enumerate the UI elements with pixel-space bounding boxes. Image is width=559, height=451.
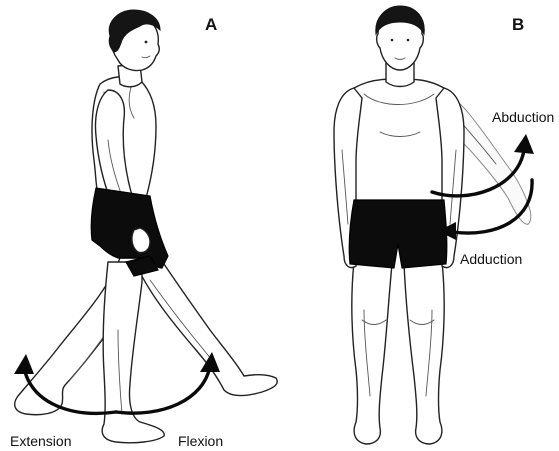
panel-a-letter: A [205,15,217,34]
panel-a-label-extension: Extension [10,433,71,449]
panel-b-abduction-arrowhead [514,134,534,154]
panel-b-torso [350,79,448,206]
panel-b-label-abduction: Abduction [492,109,554,125]
panel-a: A Extension Flexion [10,10,277,449]
panel-a-shorts [91,188,168,276]
panel-b-shorts [349,200,447,268]
panel-a-arrowhead-left [14,354,34,374]
panel-b-label-adduction: Adduction [460,251,522,267]
panel-b: B Abduction Adduction [334,6,554,444]
panel-b-letter: B [512,15,524,34]
panel-b-head [376,6,424,87]
panel-a-head [109,10,160,87]
panel-a-label-flexion: Flexion [178,433,223,449]
panel-b-legs [352,262,444,444]
